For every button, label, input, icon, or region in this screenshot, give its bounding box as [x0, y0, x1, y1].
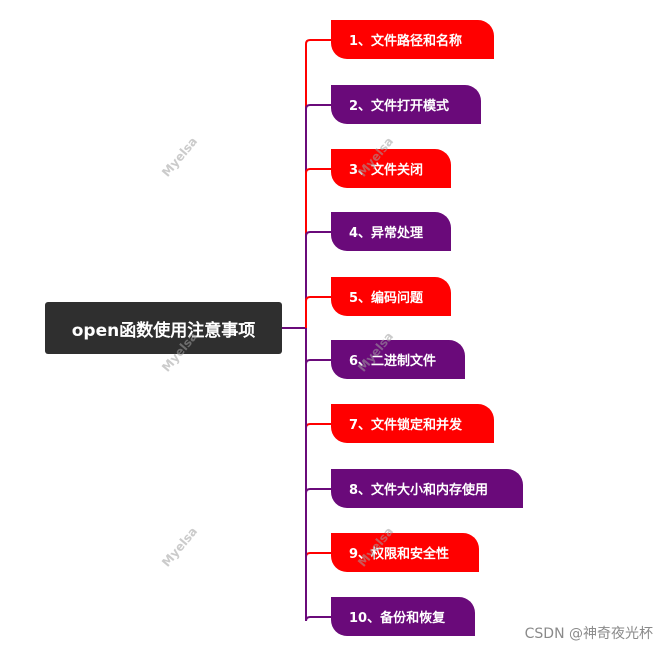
branch-label: 2、文件打开模式: [349, 99, 450, 114]
branch-node-2[interactable]: 2、文件打开模式: [331, 85, 481, 124]
branch-connector-2: [305, 104, 331, 328]
branch-label: 9、权限和安全性: [349, 547, 450, 562]
branch-node-3[interactable]: 3、文件关闭: [331, 149, 451, 188]
branch-node-8[interactable]: 8、文件大小和内存使用: [331, 469, 523, 508]
branch-connector-6: [305, 328, 331, 365]
branch-connector-5: [305, 296, 331, 328]
branch-label: 6、二进制文件: [349, 354, 437, 369]
branch-label: 10、备份和恢复: [349, 611, 446, 626]
branch-label: 8、文件大小和内存使用: [349, 483, 489, 498]
branch-label: 1、文件路径和名称: [349, 34, 463, 49]
branch-node-9[interactable]: 9、权限和安全性: [331, 533, 479, 572]
root-label: open函数使用注意事项: [71, 320, 256, 341]
branch-node-1[interactable]: 1、文件路径和名称: [331, 20, 494, 59]
branch-label: 3、文件关闭: [349, 163, 424, 178]
branch-label: 4、异常处理: [349, 226, 424, 241]
branch-connector-4: [305, 231, 331, 328]
branch-label: 7、文件锁定和并发: [349, 418, 463, 433]
branch-connector-8: [305, 328, 331, 494]
branch-node-4[interactable]: 4、异常处理: [331, 212, 451, 251]
branch-connector-9: [305, 328, 331, 558]
credit-text: CSDN @神奇夜光杯: [524, 626, 653, 642]
branch-connector-3: [305, 168, 331, 328]
branch-node-10[interactable]: 10、备份和恢复: [331, 597, 475, 636]
branch-label: 5、编码问题: [349, 291, 424, 306]
branch-connector-7: [305, 328, 331, 429]
root-node[interactable]: open函数使用注意事项: [45, 302, 282, 354]
branch-node-5[interactable]: 5、编码问题: [331, 277, 451, 316]
branch-connector-10: [305, 328, 331, 622]
branch-node-7[interactable]: 7、文件锁定和并发: [331, 404, 494, 443]
branch-connector-1: [305, 39, 331, 328]
branch-node-6[interactable]: 6、二进制文件: [331, 340, 465, 379]
